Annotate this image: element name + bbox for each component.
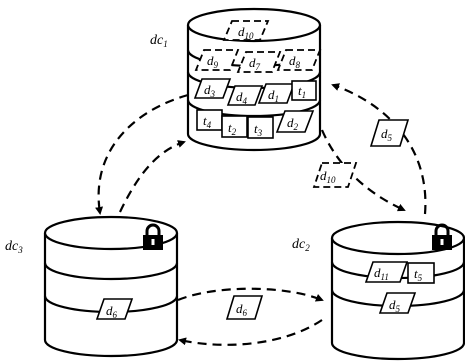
item-name: d (236, 89, 243, 104)
item-d2: d2 (275, 110, 315, 133)
item-name: d (320, 168, 327, 183)
dc3-label: dc3 (5, 239, 23, 255)
item-name: d (289, 53, 296, 68)
item-t3: t3 (247, 116, 274, 139)
item-name: d (207, 53, 214, 68)
item-name: d (389, 297, 396, 312)
item-name: d (238, 24, 245, 39)
svg-text:d6: d6 (236, 301, 248, 318)
item-sub: 1 (275, 94, 280, 104)
item-sub: 5 (396, 304, 401, 314)
svg-text:d5: d5 (381, 126, 393, 143)
item-name: d (249, 55, 256, 70)
item-t1: t1 (291, 80, 317, 101)
item-name: d (236, 301, 243, 316)
item-d6-dc3: d6 (95, 298, 134, 320)
item-d10-top: d10 (222, 20, 270, 41)
item-sub: 8 (296, 60, 301, 70)
item-sub: 1 (302, 90, 307, 100)
item-sub: 10 (327, 175, 337, 185)
svg-text:d6: d6 (106, 303, 118, 320)
item-name: t (254, 121, 258, 136)
lock-icon (143, 223, 163, 250)
svg-text:d1: d1 (268, 87, 279, 104)
svg-text:t4: t4 (203, 113, 212, 130)
item-name: d (374, 265, 381, 280)
item-sub: 2 (232, 127, 237, 137)
svg-text:d8: d8 (289, 53, 301, 70)
item-d9: d9 (194, 49, 240, 71)
item-sub: 3 (257, 128, 263, 138)
item-d8: d8 (276, 49, 322, 71)
item-name: d (106, 303, 113, 318)
item-t2: t2 (221, 115, 248, 138)
item-sub: 5 (388, 133, 393, 143)
item-sub: 6 (243, 308, 248, 318)
item-name: t (414, 266, 418, 281)
svg-text:d10: d10 (238, 24, 254, 41)
item-name: d (204, 82, 211, 97)
svg-text:d10: d10 (320, 168, 336, 185)
item-name: d (287, 115, 294, 130)
item-sub: 10 (245, 31, 255, 41)
item-t4: t4 (196, 109, 223, 131)
arrow-dc3-to-dc1 (119, 140, 186, 213)
svg-text:d2: d2 (287, 115, 299, 132)
item-sub: 2 (294, 122, 299, 132)
svg-text:d5: d5 (389, 297, 401, 314)
svg-text:d7: d7 (249, 55, 261, 72)
item-sub: 4 (207, 120, 212, 130)
item-t5: t5 (407, 262, 435, 284)
item-d1: d1 (257, 83, 296, 104)
item-sub: 4 (243, 96, 248, 106)
svg-text:t1: t1 (298, 83, 306, 100)
item-d11: d11 (364, 261, 409, 283)
item-name: t (298, 83, 302, 98)
svg-text:d3: d3 (204, 82, 216, 99)
datacenter-dc3 (43, 215, 179, 358)
item-sub: 6 (113, 310, 118, 320)
svg-text:t3: t3 (254, 121, 263, 138)
item-sub: 3 (210, 89, 216, 99)
item-name: t (203, 113, 207, 128)
arrow-dc2-to-dc3 (178, 319, 323, 346)
item-d10-in-transit: d10 (312, 162, 358, 188)
item-d7: d7 (236, 51, 282, 73)
item-d6-in-transit: d6 (225, 295, 264, 320)
dc1-label: dc1 (150, 33, 168, 49)
item-d3: d3 (193, 78, 232, 99)
item-sub: 7 (256, 62, 261, 72)
item-name: d (268, 87, 275, 102)
item-d5-dc2: d5 (378, 292, 417, 314)
lock-icon (432, 223, 452, 250)
item-name: t (228, 120, 232, 135)
arrow-dc2-to-dc1 (331, 83, 427, 215)
item-name: d (381, 126, 388, 141)
item-d4: d4 (226, 85, 264, 106)
svg-text:d9: d9 (207, 53, 219, 70)
arrow-dc1-to-dc3 (95, 93, 189, 215)
svg-text:d11: d11 (374, 265, 389, 282)
item-d5-in-transit: d5 (369, 119, 410, 147)
item-sub: 9 (214, 60, 219, 70)
item-sub: 11 (381, 272, 389, 282)
svg-text:t2: t2 (228, 120, 237, 137)
svg-text:t5: t5 (414, 266, 423, 283)
item-sub: 5 (418, 273, 423, 283)
dc2-label: dc2 (292, 237, 310, 253)
svg-text:d4: d4 (236, 89, 248, 106)
